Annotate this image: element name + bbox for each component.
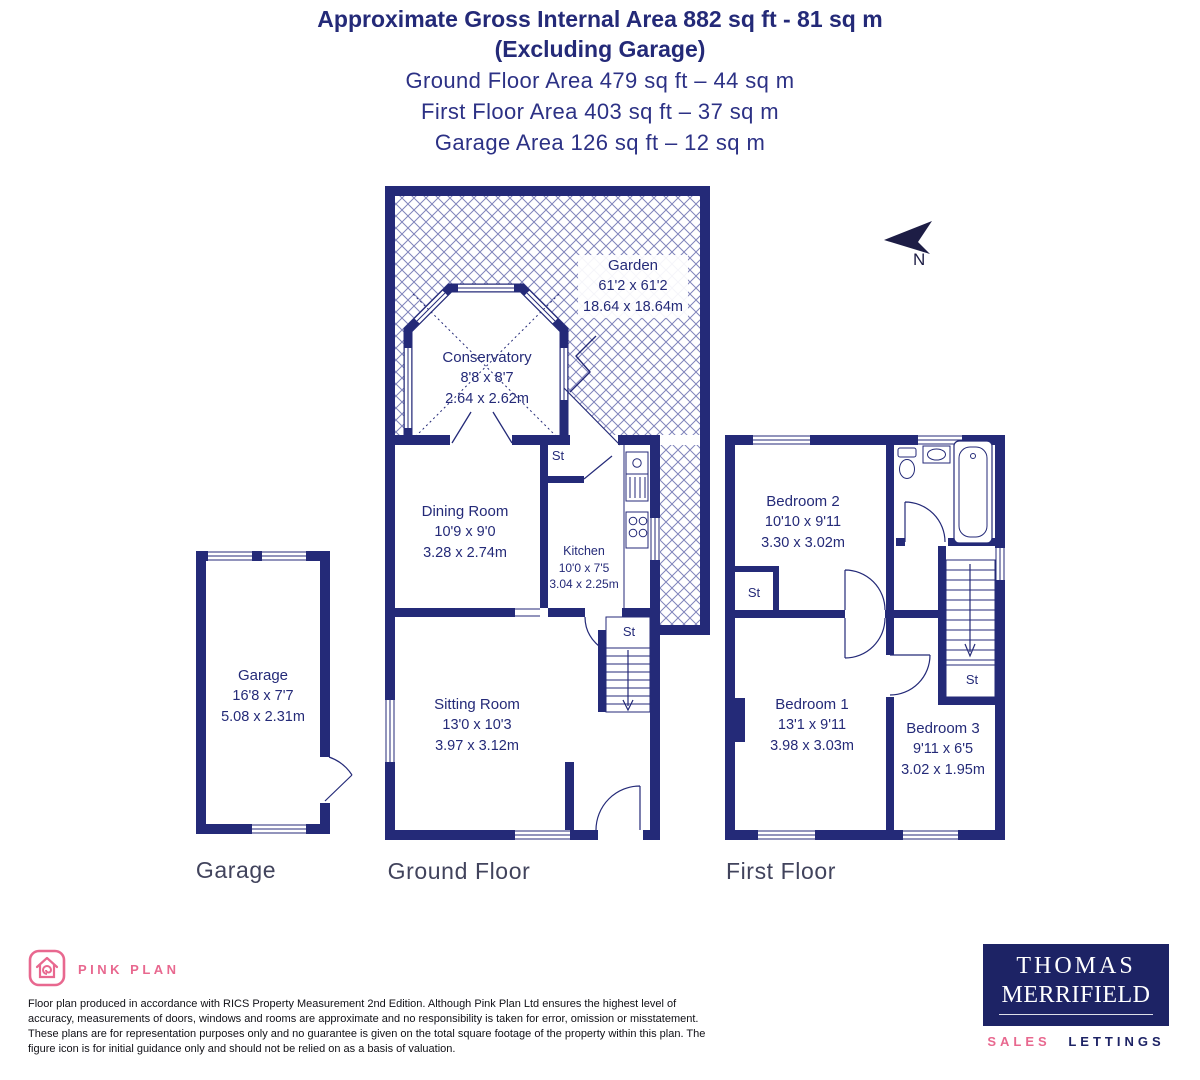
storage-label-understairs: St [622,624,636,639]
stairs-direction-arrow [622,650,634,712]
room-dim-imperial: 9'11 x 6'5 [912,741,974,757]
room-dim-metric: 3.02 x 1.95m [901,762,985,778]
door-garage-side [320,756,353,803]
header-area-garage: Garage Area 126 sq ft – 12 sq m [434,130,766,155]
room-name: Garage [237,667,289,684]
window-garage-front-left [208,551,252,561]
conservatory-windows [404,284,568,428]
room-dim-imperial: 13'0 x 10'3 [442,717,512,733]
agency-tagline-lettings: LETTINGS [1068,1034,1165,1049]
room-label-conservatory: Conservatory 8'8 x 8'7 2.64 x 2.62m [442,347,531,410]
agency-tagline: SALES LETTINGS [983,1034,1169,1049]
agency-logo: THOMAS MERRIFIELD [983,944,1169,1026]
agency-name-line2: MERRIFIELD [1001,982,1151,1008]
window-garage-rear [252,824,306,834]
header-title-line2: (Excluding Garage) [494,36,706,62]
room-name: Kitchen [563,544,605,558]
window-bedroom2 [753,435,810,445]
drainer-icon [625,473,649,502]
window-garage-front-right [262,551,306,561]
door-conservatory-french [451,411,513,444]
room-name: Sitting Room [434,696,520,713]
door-front-entrance [595,785,643,840]
room-name: Bedroom 2 [766,493,840,510]
toilet-icon [897,447,917,458]
room-dim-metric: 3.30 x 3.02m [761,535,845,551]
room-dim-imperial: 10'9 x 9'0 [434,524,496,540]
door-garden-bifold [563,335,621,446]
room-name: Bedroom 1 [775,696,849,713]
agency-logo-rule [999,1014,1153,1015]
caption-ground-floor: Ground Floor [387,858,531,884]
room-dim-imperial: 10'0 x 7'5 [558,560,610,575]
understairs-cupboard-first [945,664,996,698]
caption-first-floor: First Floor [725,858,837,884]
stairs-direction-arrow [964,564,976,658]
chimney-breast [735,698,745,742]
header-area-ground: Ground Floor Area 479 sq ft – 44 sq m [405,68,795,93]
room-label-kitchen: Kitchen 10'0 x 7'5 3.04 x 2.25m [549,543,618,593]
room-dim-metric: 3.97 x 3.12m [435,738,519,754]
door-bedroom3 [889,654,931,696]
room-dim-imperial: 8'8 x 8'7 [460,370,514,386]
pink-plan-logo-icon [28,949,66,987]
hob-icon [625,511,649,549]
room-name: Conservatory [442,349,532,366]
room-label-dining-room: Dining Room 10'9 x 9'0 3.28 x 2.74m [422,501,509,564]
room-dim-metric: 5.08 x 2.31m [221,709,305,725]
room-label-garage: Garage 16'8 x 7'7 5.08 x 2.31m [221,665,305,728]
room-label-garden: Garden 61'2 x 61'2 18.64 x 18.64m [578,255,688,318]
room-name: Dining Room [421,503,509,520]
staircase-ground [605,616,651,713]
windows [208,435,1005,840]
room-dim-metric: 3.98 x 3.03m [770,738,854,754]
kitchen-fixtures [623,445,649,608]
room-dim-metric: 3.04 x 2.25m [549,577,619,591]
door-opening-dining-sitting [515,608,540,617]
room-dim-metric: 3.28 x 2.74m [423,545,507,561]
window-landing [995,548,1005,580]
north-arrow-icon [884,221,932,254]
room-label-sitting-room: Sitting Room 13'0 x 10'3 3.97 x 3.12m [434,694,520,757]
header-area-first: First Floor Area 403 sq ft – 37 sq m [421,99,779,124]
room-name: Bedroom 3 [906,720,980,737]
agency-name-line1: THOMAS [1016,953,1136,979]
room-dim-metric: 18.64 x 18.64m [583,299,683,315]
window-bedroom3 [903,830,958,840]
storage-label-first-right: St [965,672,979,687]
storage-label-ground-top: St [551,448,565,463]
caption-garage: Garage [195,857,277,883]
room-label-bedroom2: Bedroom 2 10'10 x 9'11 3.30 x 3.02m [761,491,845,554]
agency-tagline-sales: SALES [987,1034,1051,1049]
room-dim-imperial: 13'1 x 9'11 [777,717,847,733]
storage-label-first-left: St [747,585,761,600]
pink-plan-brand-name: PINK PLAN [78,962,180,977]
room-label-bedroom3: Bedroom 3 9'11 x 6'5 3.02 x 1.95m [901,718,985,781]
room-name: Garden [607,257,659,274]
door-bedroom1 [844,617,886,659]
window-kitchen [650,518,660,560]
door-bathroom [904,501,946,543]
door-storage-ground [583,455,613,480]
staircase-first [945,559,996,698]
sink-icon [625,451,649,475]
bathroom-fixtures [897,440,993,544]
room-dim-imperial: 10'10 x 9'11 [764,514,842,530]
room-dim-metric: 2.64 x 2.62m [445,391,529,407]
room-dim-imperial: 16'8 x 7'7 [232,688,294,704]
room-dim-imperial: 61'2 x 61'2 [598,278,668,294]
header-title-line1: Approximate Gross Internal Area 882 sq f… [317,6,883,32]
room-label-bedroom1: Bedroom 1 13'1 x 9'11 3.98 x 3.03m [770,694,854,757]
north-label: N [913,250,926,269]
conservatory-outline [403,283,569,445]
window-sitting-room-side [385,700,395,762]
disclaimer-text: Floor plan produced in accordance with R… [28,998,706,1055]
window-bedroom1 [758,830,815,840]
window-sitting-room-front [515,830,570,840]
door-bedroom2 [844,569,886,611]
